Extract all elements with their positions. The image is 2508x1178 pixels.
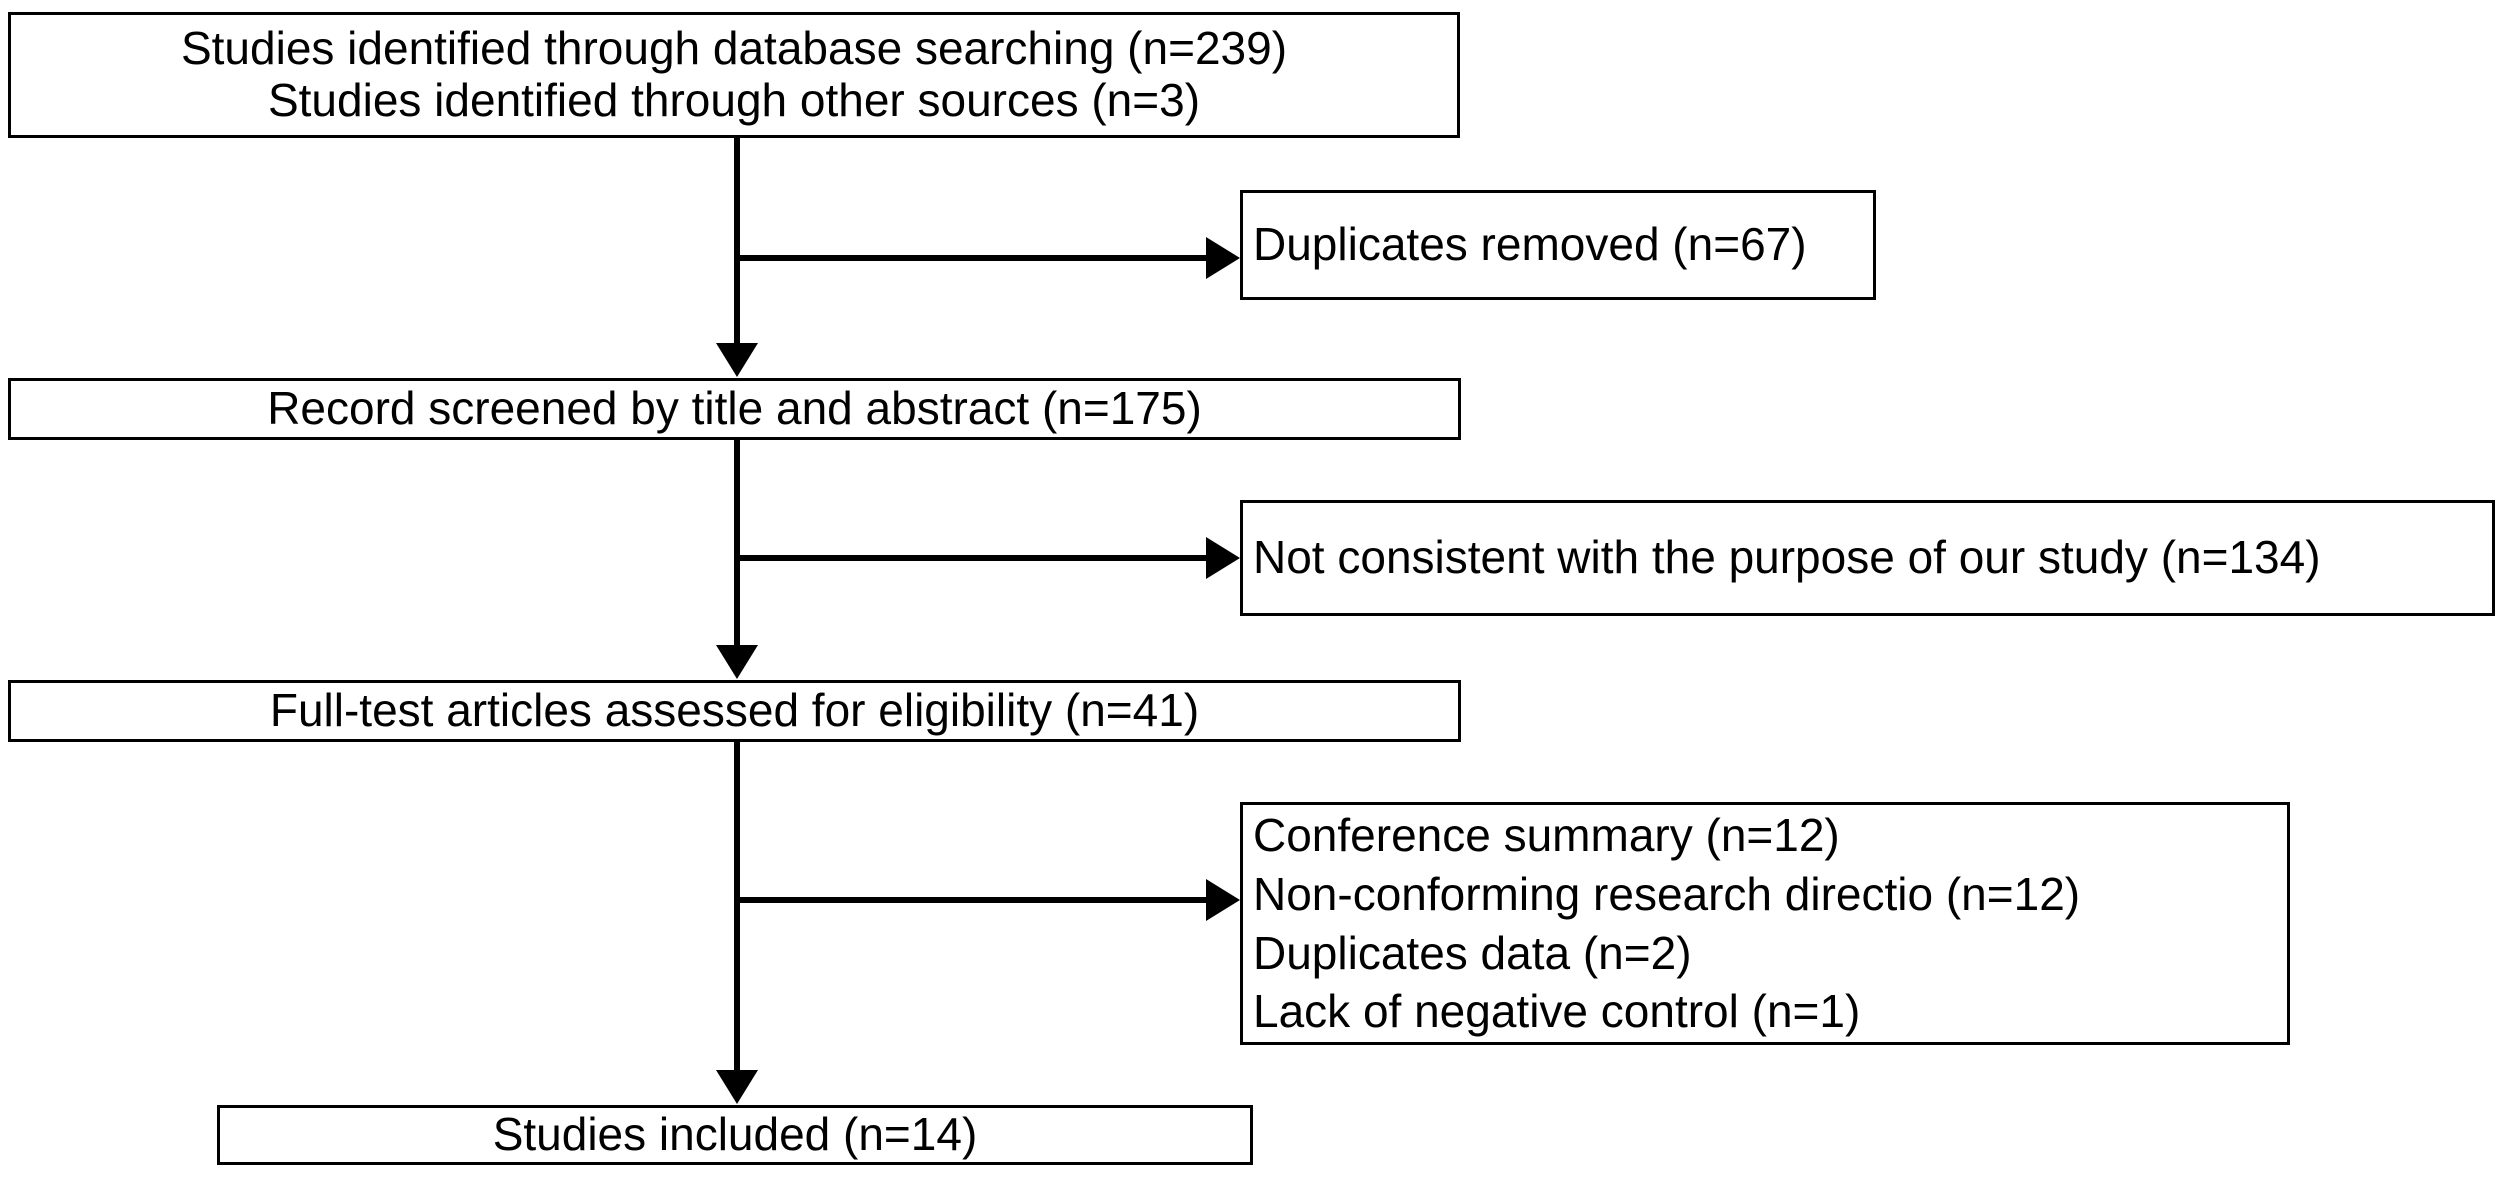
connector-vertical-identification-to-screened xyxy=(734,138,740,343)
box-full-text-excluded: Conference summary (n=12) Non-conforming… xyxy=(1240,802,2290,1045)
box-records-screened-line-1: Record screened by title and abstract (n… xyxy=(267,382,1202,435)
box-not-consistent-excluded: Not consistent with the purpose of our s… xyxy=(1240,500,2495,616)
box-records-screened: Record screened by title and abstract (n… xyxy=(8,378,1461,440)
connector-horizontal-to-exclusion-reasons xyxy=(734,897,1208,903)
box-full-text-assessed-line-1: Full-test articles assessed for eligibil… xyxy=(269,684,1200,737)
box-not-consistent-excluded-line-1: Not consistent with the purpose of our s… xyxy=(1253,531,2321,584)
connector-vertical-screened-to-eligibility xyxy=(734,440,740,645)
arrowhead-down-to-records-screened xyxy=(716,343,758,377)
box-studies-identified: Studies identified through database sear… xyxy=(8,12,1460,138)
arrowhead-right-to-not-consistent xyxy=(1206,537,1240,579)
arrowhead-right-to-exclusion-reasons xyxy=(1206,879,1240,921)
connector-vertical-eligibility-to-included xyxy=(734,740,740,1070)
arrowhead-right-to-duplicates-removed xyxy=(1206,237,1240,279)
box-full-text-assessed: Full-test articles assessed for eligibil… xyxy=(8,680,1461,742)
arrowhead-down-to-studies-included xyxy=(716,1070,758,1104)
box-studies-identified-line-2: Studies identified through other sources… xyxy=(267,74,1201,126)
arrowhead-down-to-full-text-assessed xyxy=(716,645,758,679)
box-studies-included: Studies included (n=14) xyxy=(217,1105,1253,1165)
connector-horizontal-to-not-consistent xyxy=(734,555,1208,561)
box-duplicates-removed-line-1: Duplicates removed (n=67) xyxy=(1253,218,1807,271)
box-duplicates-removed: Duplicates removed (n=67) xyxy=(1240,190,1876,300)
box-studies-included-line-1: Studies included (n=14) xyxy=(492,1108,978,1161)
box-full-text-excluded-line-2: Non-conforming research directio (n=12) xyxy=(1253,867,2081,920)
box-studies-identified-line-1: Studies identified through database sear… xyxy=(180,22,1288,75)
connector-horizontal-to-duplicates-removed xyxy=(734,255,1208,261)
box-full-text-excluded-line-1: Conference summary (n=12) xyxy=(1253,808,1840,861)
box-full-text-excluded-line-4: Lack of negative control (n=1) xyxy=(1253,985,1861,1038)
box-full-text-excluded-line-3: Duplicates data (n=2) xyxy=(1253,926,1692,979)
